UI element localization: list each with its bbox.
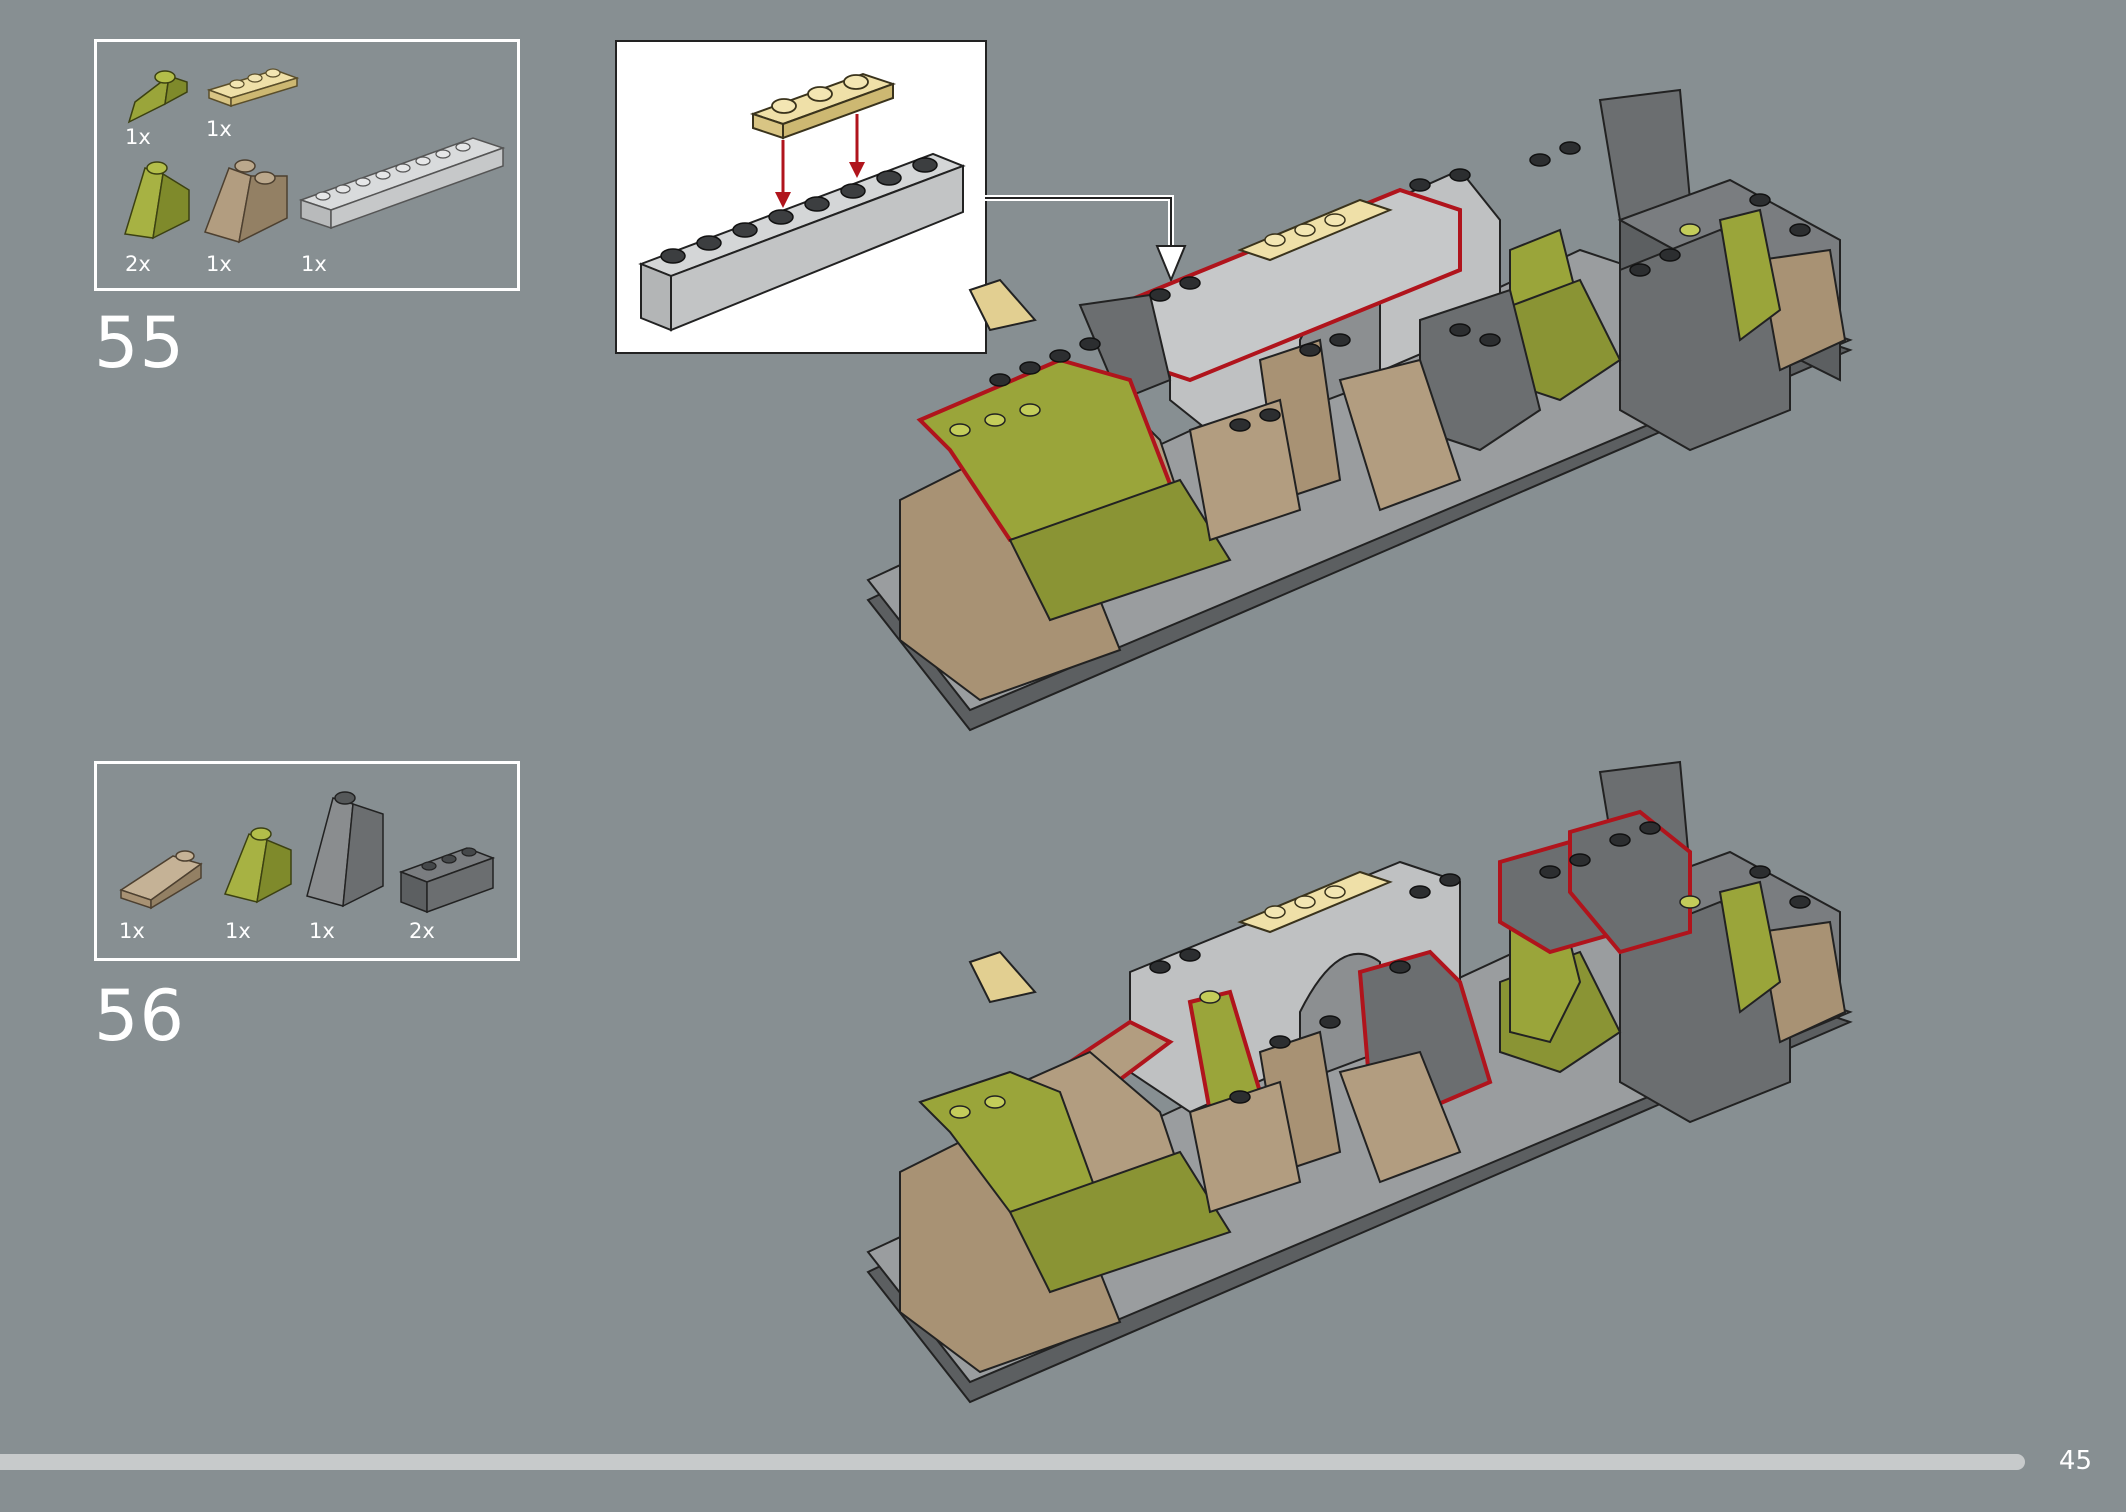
dark-tan-slope-icon bbox=[204, 159, 288, 244]
step-56-part-qty: 2x bbox=[409, 919, 435, 943]
step-55-part-qty: 2x bbox=[125, 252, 151, 276]
olive-slope-icon bbox=[127, 70, 188, 124]
step-55-parts-box: 1x 1x 2x 1x 1x bbox=[94, 39, 520, 291]
step-55-part-qty: 1x bbox=[301, 252, 327, 276]
step-55-part-qty: 1x bbox=[125, 125, 151, 149]
step-55-callout bbox=[615, 40, 987, 354]
tan-plate-icon bbox=[206, 68, 300, 108]
step-56-part-qty: 1x bbox=[225, 919, 251, 943]
step-56-parts-box: 1x 1x 1x 2x bbox=[94, 761, 520, 961]
page-progress-bar bbox=[0, 1454, 2025, 1470]
light-gray-plate-icon bbox=[298, 137, 506, 230]
step-56-part-qty: 1x bbox=[119, 919, 145, 943]
dark-gray-slope-icon bbox=[306, 791, 384, 908]
step-56-model bbox=[866, 760, 1853, 1404]
dark-tan-slope-icon bbox=[119, 850, 203, 910]
dark-gray-brick-icon bbox=[398, 847, 496, 914]
step-55-part-qty: 1x bbox=[206, 252, 232, 276]
step-55-model bbox=[866, 88, 1853, 732]
olive-slope-icon bbox=[223, 827, 292, 904]
step-55-number: 55 bbox=[94, 302, 186, 384]
step-56-number: 56 bbox=[94, 975, 186, 1057]
step-55-part-qty: 1x bbox=[206, 117, 232, 141]
step-56-part-qty: 1x bbox=[309, 919, 335, 943]
callout-pointer-arrow bbox=[985, 195, 1187, 283]
callout-assembly-diagram bbox=[638, 72, 966, 332]
olive-slope-icon bbox=[124, 161, 190, 240]
page-number: 45 bbox=[2058, 1446, 2092, 1476]
